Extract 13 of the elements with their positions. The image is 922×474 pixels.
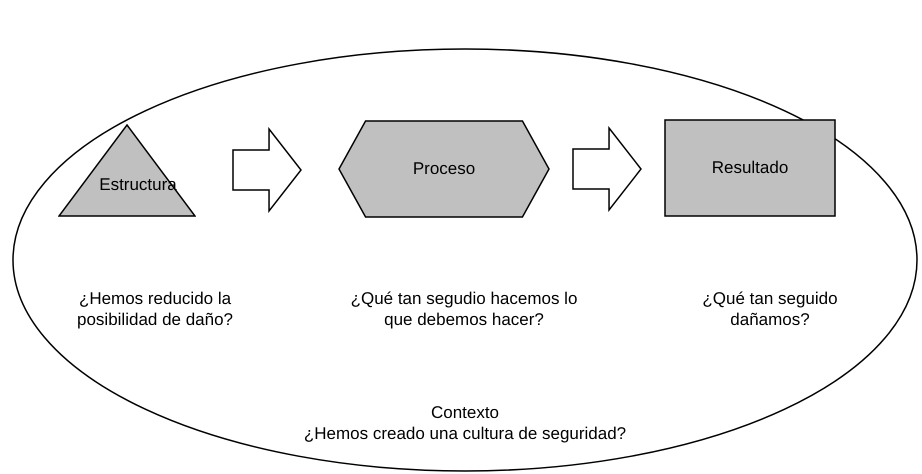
rectangle-box (664, 119, 836, 217)
context-question: ¿Hemos creado una cultura de seguridad? (304, 423, 626, 444)
block-arrow (572, 126, 642, 212)
hexagon-shape (338, 120, 550, 218)
triangle-shape (58, 124, 196, 217)
question-text: ¿Hemos reducido la posibilidad de daño? (76, 288, 234, 330)
context-ellipse (12, 48, 918, 472)
block-arrow (232, 126, 302, 214)
question-text: ¿Qué tan seguido dañamos? (701, 288, 839, 330)
context-heading: Contexto (430, 402, 500, 423)
shape-label: Resultado (712, 157, 788, 180)
shape-label: Proceso (412, 158, 476, 180)
question-text: ¿Qué tan segudio hacemos lo que debemos hacer? (350, 288, 578, 330)
